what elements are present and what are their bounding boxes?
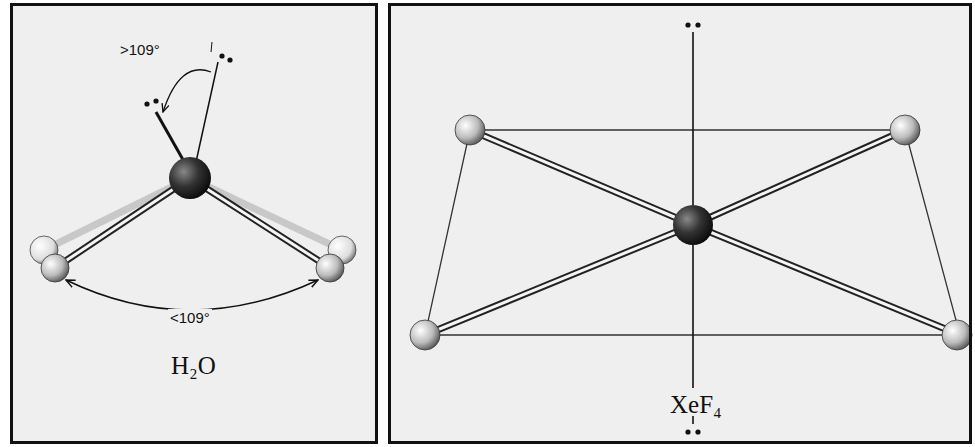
molecule-formula: XeF₄ <box>670 391 722 419</box>
diagram-panel: XeF₄ <box>388 3 972 444</box>
angle-label: <109° <box>168 309 212 326</box>
molecule-formula: H₂O <box>171 352 216 380</box>
angle-label: >109° <box>118 41 162 58</box>
diagram-panel: H₂O <box>10 3 378 444</box>
